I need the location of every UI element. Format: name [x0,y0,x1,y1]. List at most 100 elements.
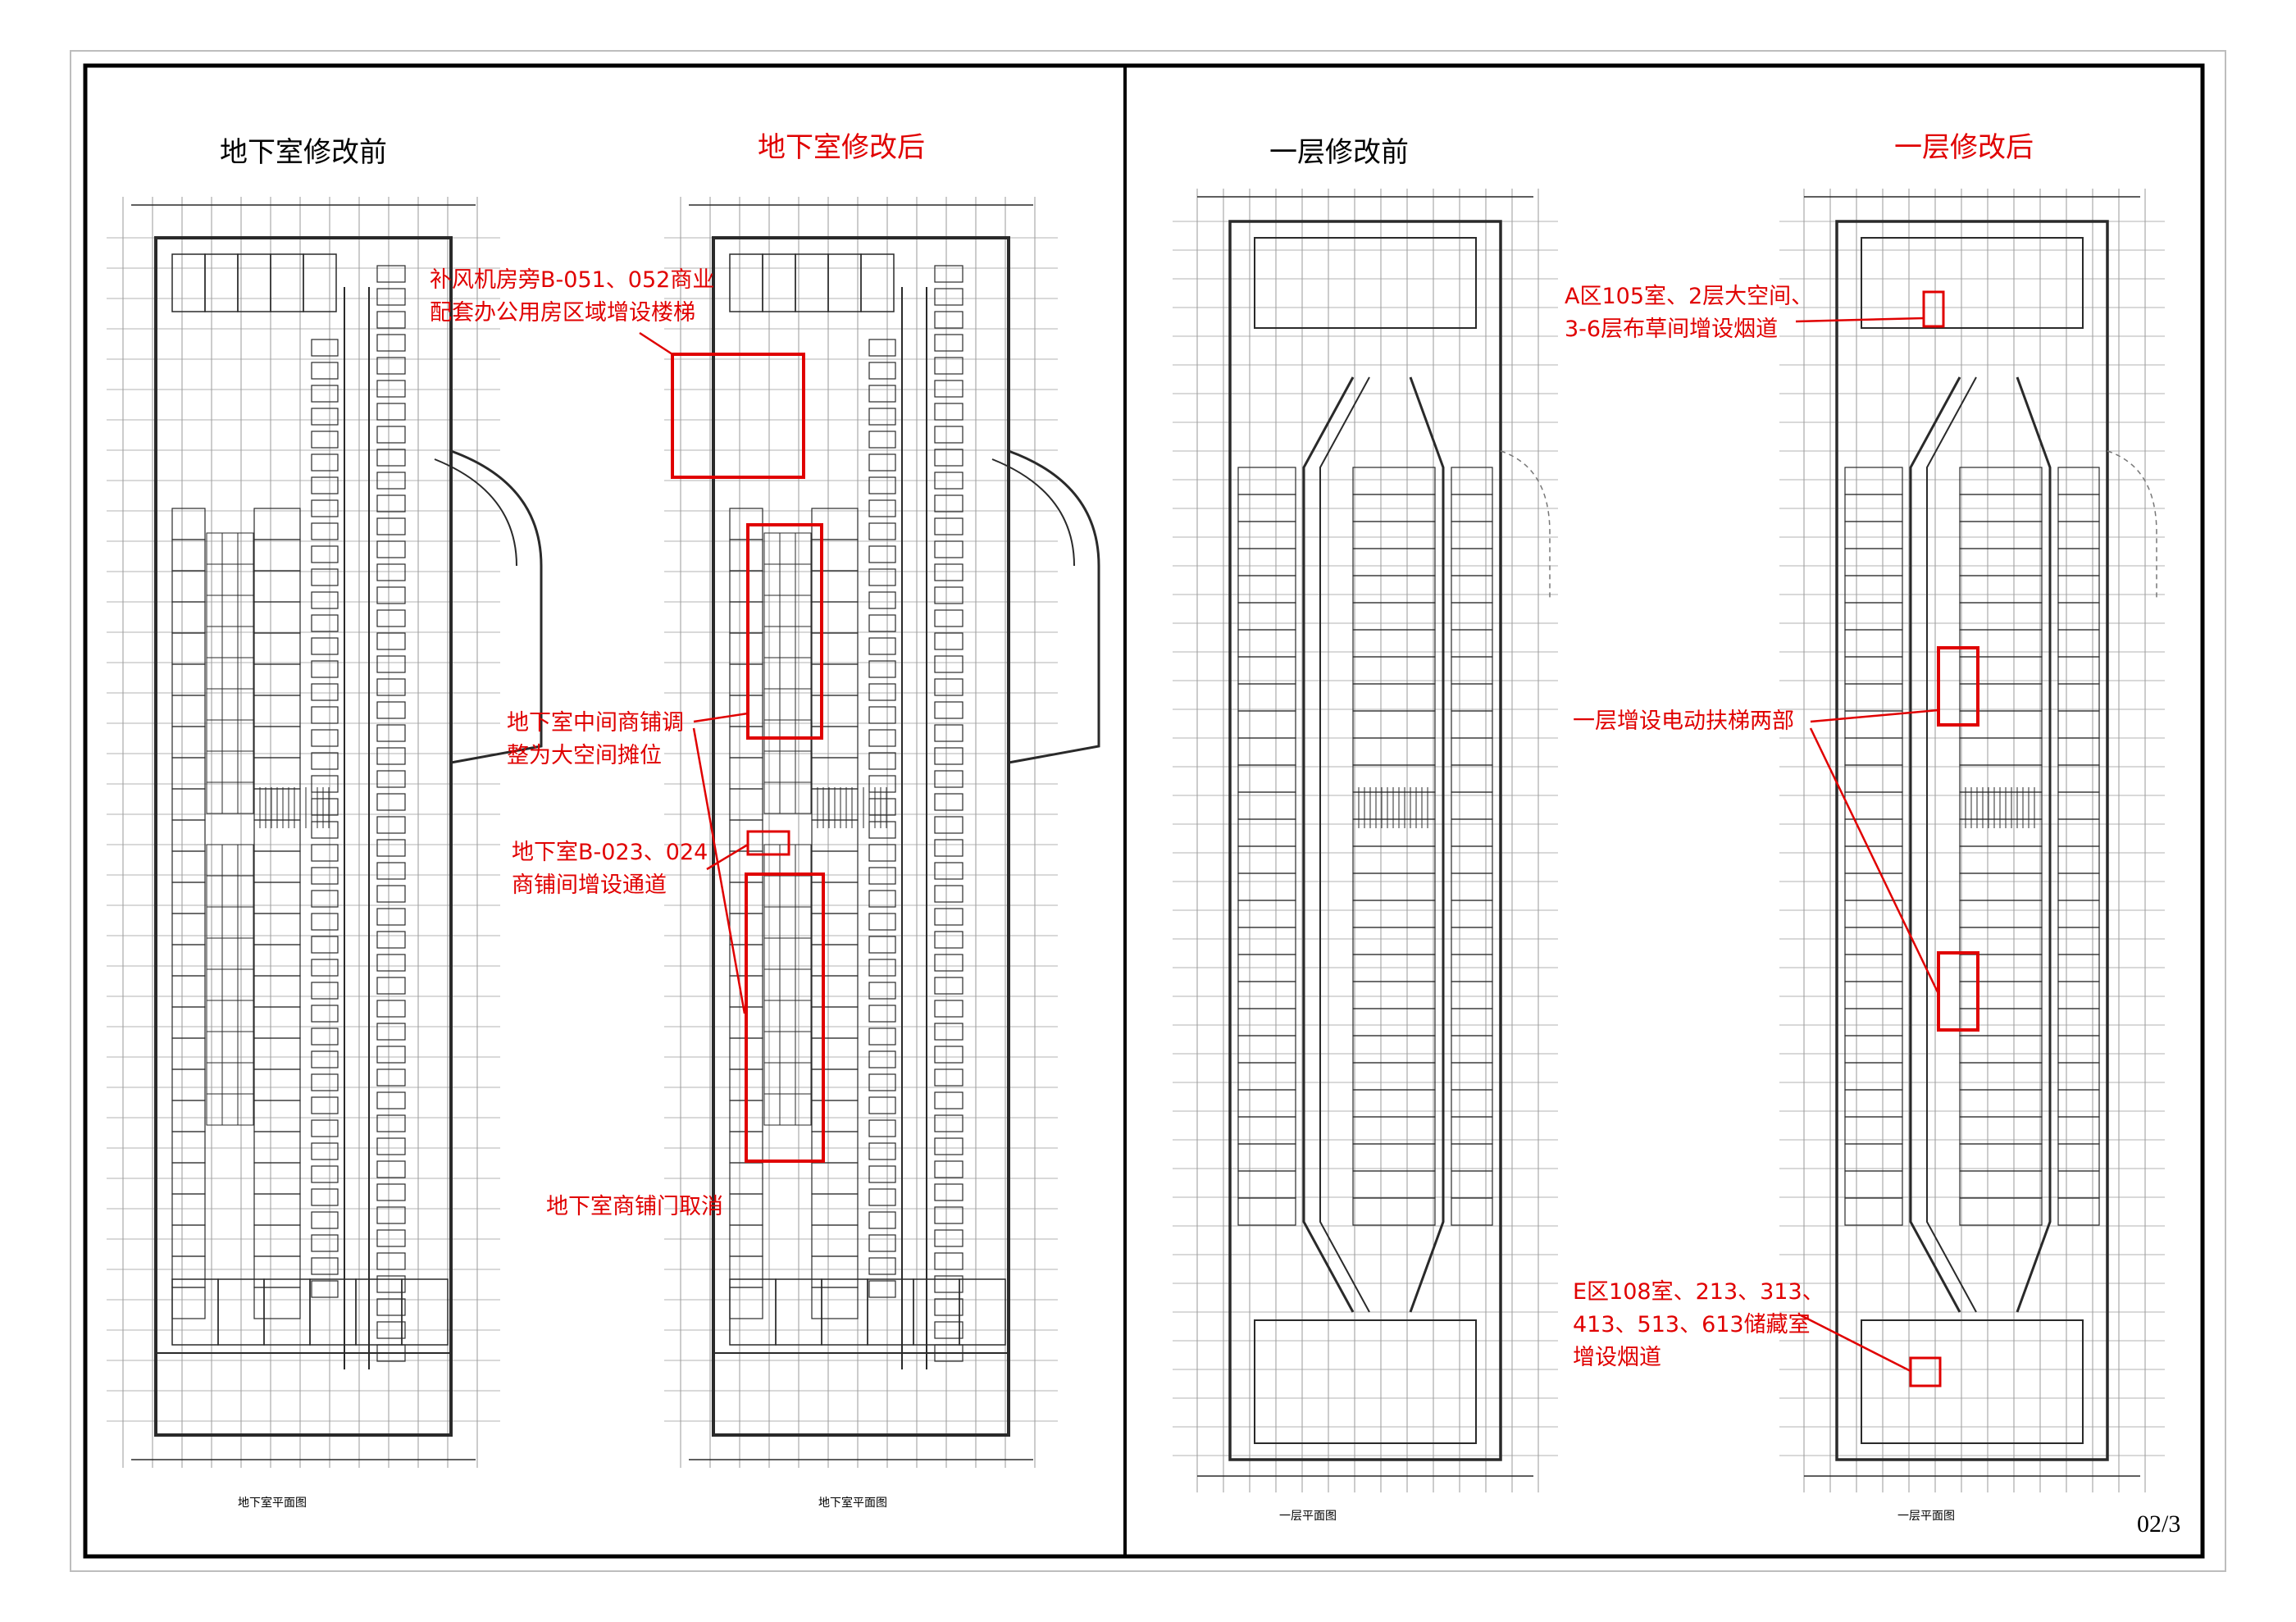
shop-unit [1844,981,1903,1009]
parking-stall [376,334,406,352]
parking-stall [868,982,896,1000]
shop-unit [1959,927,2043,955]
ground-plan-before [1173,189,1558,1492]
shop-unit [1237,927,1296,955]
parking-stall [311,362,339,380]
shop-unit [1237,873,1296,901]
shop-unit [171,1224,206,1257]
shop-unit [1352,683,1436,712]
shop-unit [1844,683,1903,712]
shop-unit [1352,873,1436,901]
note-line: 商铺间增设通道 [512,873,667,898]
parking-stall [311,1005,339,1023]
shop-cell [795,781,812,814]
shop-unit [1844,575,1903,604]
shop-cell [206,1062,223,1095]
parking-stall [376,357,406,375]
parking-stall [934,977,963,995]
shop-unit [1237,900,1296,928]
shop-unit [1959,981,2043,1009]
shop-cell [221,595,239,627]
shop-unit [2057,1197,2100,1226]
shop-cell [206,563,223,596]
parking-stall [868,913,896,931]
shop-unit [811,1068,859,1101]
parking-stall [868,1119,896,1137]
parking-stall [868,1027,896,1046]
parking-stall [868,385,896,403]
shop-unit [1237,710,1296,739]
parking-stall [868,752,896,770]
shop-unit [1959,521,2043,549]
shop-cell [221,719,239,752]
parking-stall [311,522,339,540]
shop-unit [811,1224,859,1257]
basement-plan-before [107,197,543,1468]
parking-stall [934,1046,963,1064]
parking-stall [376,426,406,444]
shop-unit [811,1006,859,1039]
shop-cell [763,906,781,939]
shop-cell [779,532,796,565]
shop-cell [795,937,812,970]
shop-unit [729,788,763,821]
room [401,1278,449,1346]
leader-line [1810,708,1939,723]
room-block [1254,237,1477,329]
shop-cell [795,532,812,565]
parking-stall [311,1142,339,1160]
corridor-wall [1409,376,1445,1313]
shop-unit [1352,575,1436,604]
parking-stall [934,472,963,490]
shop-unit [811,1255,859,1288]
shop-unit [1352,1143,1436,1172]
parking-stall [311,982,339,1000]
parking-stall [868,1211,896,1229]
dashed-canopy [1500,450,1551,599]
plan-outline [712,236,1010,1437]
parking-stall [934,678,963,696]
shop-unit [253,1068,301,1101]
shop-unit [1844,1062,1903,1091]
parking-stall [376,403,406,421]
parking-stall [868,1234,896,1252]
parking-stall [311,499,339,517]
shop-unit [171,570,206,603]
shop-cell [237,626,254,658]
parking-stall [311,385,339,403]
shop-unit [811,913,859,945]
shop-cell [237,719,254,752]
ramp-outline [1008,449,1100,764]
shop-unit [253,695,301,727]
parking-stall [376,655,406,673]
shop-unit [1237,981,1296,1009]
leader-line [1809,727,1940,995]
shop-unit [1959,1008,2043,1037]
parking-stall [868,683,896,701]
shop-unit [253,1131,301,1164]
parking-stall [868,1096,896,1114]
shop-cell [206,595,223,627]
parking-stall [934,1023,963,1041]
room [959,1278,1006,1346]
shop-unit [253,882,301,914]
shop-unit [1237,1008,1296,1037]
parking-stall [376,380,406,398]
shop-unit [1844,521,1903,549]
shop-unit [811,882,859,914]
shop-unit [1959,845,2043,874]
shop-unit [1237,845,1296,874]
shop-cell [206,1093,223,1126]
highlight-flue-a [1922,290,1945,328]
parking-stall [311,1050,339,1068]
note-line: 配套办公用房区域增设楼梯 [430,300,695,326]
corridor-wall [1302,376,1355,1313]
leader-line [639,331,673,356]
parking-stall [934,724,963,742]
parking-stall [311,660,339,678]
shop-unit [1844,1197,1903,1226]
shop-unit [1352,656,1436,685]
shop-unit [1844,818,1903,847]
parking-stall [934,655,963,673]
parking-stall [376,977,406,995]
